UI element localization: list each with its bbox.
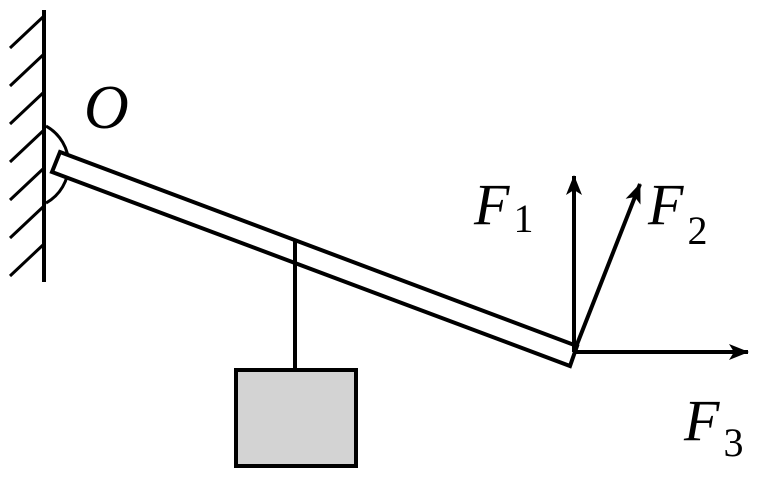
pivot-label: O <box>84 74 129 142</box>
wall <box>8 10 46 282</box>
wall-hatching <box>8 14 46 278</box>
force-f1-symbol: F <box>473 172 510 237</box>
weight-block <box>234 368 358 468</box>
force-f2-symbol: F <box>647 172 684 237</box>
hanging-weight <box>234 240 358 468</box>
lever-bar <box>49 149 580 369</box>
force-f1-subscript: 1 <box>513 196 533 241</box>
force-f3-symbol: F <box>683 388 720 453</box>
force-f2-subscript: 2 <box>687 208 707 253</box>
force-arrows <box>566 175 749 360</box>
force-f2-arrow <box>572 183 642 353</box>
force-f3-subscript: 3 <box>723 420 743 465</box>
